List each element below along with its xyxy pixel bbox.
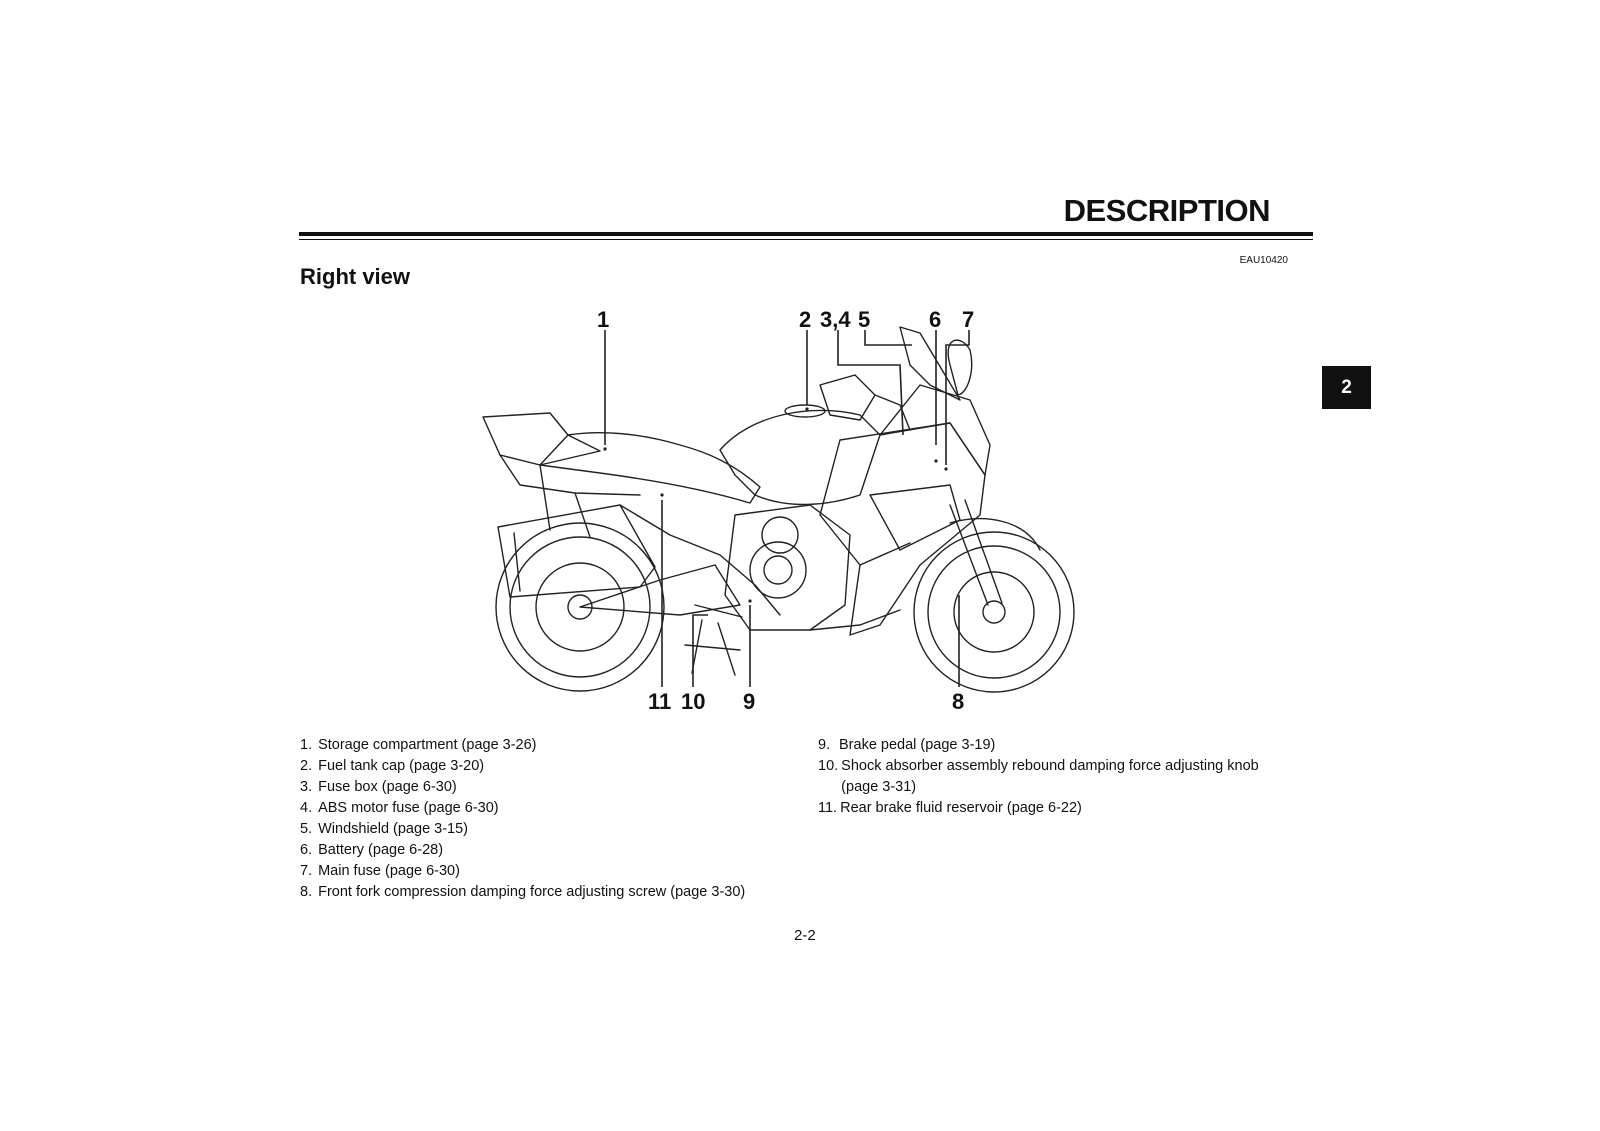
motorcycle-right-view-diagram: 1 2 3,4 5 6 7 11 10 9 8 [482,307,1075,714]
callout-8: 8 [952,689,964,714]
callout-6: 6 [929,307,941,332]
leader-3-4 [837,330,904,436]
legend-item: 9. Brake pedal (page 3-19) [818,735,1298,756]
page-number: 2-2 [794,927,816,944]
document-code: EAU10420 [1239,255,1288,266]
legend-text: Shock absorber assembly rebound damping … [841,758,1259,795]
tail-cowl [482,412,601,466]
legend-number: 3. [300,779,313,795]
front-wheel [913,531,1075,693]
callout-3-4: 3,4 [820,307,851,332]
fuel-tank [719,409,881,506]
legend-text: Fuel tank cap (page 3-20) [318,758,485,774]
rear-wheel [495,522,665,692]
legend-text: ABS motor fuse (page 6-30) [318,800,499,816]
callout-7: 7 [962,307,974,332]
legend-item: 1. Storage compartment (page 3-26) [300,735,800,756]
callout-9: 9 [743,689,755,714]
legend-item: 6. Battery (page 6-28) [300,840,800,861]
front-cowl [879,384,991,476]
legend-right: 9. Brake pedal (page 3-19) 10.Shock absor… [818,735,1298,819]
header-rule-thin [299,239,1313,240]
chapter-tab: 2 [1322,366,1371,409]
windshield [899,326,961,401]
swingarm [579,564,741,616]
callout-5: 5 [858,307,870,332]
legend-item: 3. Fuse box (page 6-30) [300,777,800,798]
view-title: Right view [300,264,411,289]
callout-2: 2 [799,307,811,332]
legend-item: 8. Front fork compression damping force a… [300,882,800,903]
legend-text: Front fork compression damping force adj… [318,884,746,900]
legend-item: 11.Rear brake fluid reservoir (page 6-22… [818,798,1298,819]
legend-number: 9. [818,737,831,753]
seat [539,432,761,504]
legend-item: 2. Fuel tank cap (page 3-20) [300,756,800,777]
section-title: DESCRIPTION [1063,193,1271,228]
header-rule-thick [299,232,1313,236]
leader-5 [864,330,912,346]
legend-number: 4. [300,800,313,816]
front-fender [949,518,1041,551]
callout-11: 11 [648,689,671,714]
front-fork [949,499,1003,606]
legend-number: 7. [300,863,313,879]
legend-text: Brake pedal (page 3-19) [839,737,996,753]
legend-number: 10. [818,758,839,774]
callout-1: 1 [597,307,609,332]
legend-number: 11. [818,800,838,816]
muffler [497,504,656,598]
legend-item: 5. Windshield (page 3-15) [300,819,800,840]
legend-number: 1. [300,737,313,753]
legend-number: 2. [300,758,313,774]
engine [724,504,851,631]
mirror [947,339,973,396]
legend-text: Battery (page 6-28) [318,842,444,858]
legend-text: Rear brake fluid reservoir (page 6-22) [840,800,1082,816]
leader-7 [945,330,970,465]
legend-number: 6. [300,842,313,858]
legend-text: Storage compartment (page 3-26) [318,737,537,753]
legend-text: Fuse box (page 6-30) [318,779,457,795]
leader-10 [692,614,708,687]
legend-left: 1. Storage compartment (page 3-26) 2. Fuel… [300,735,800,903]
legend-number: 5. [300,821,313,837]
legend-item: 4. ABS motor fuse (page 6-30) [300,798,800,819]
handlebar [819,374,876,421]
legend-item: 10.Shock absorber assembly rebound dampi… [818,756,1298,798]
legend-text: Windshield (page 3-15) [318,821,469,837]
legend-text: Main fuse (page 6-30) [318,863,460,879]
legend-item: 7. Main fuse (page 6-30) [300,861,800,882]
callout-10: 10 [681,689,705,714]
legend-number: 8. [300,884,313,900]
